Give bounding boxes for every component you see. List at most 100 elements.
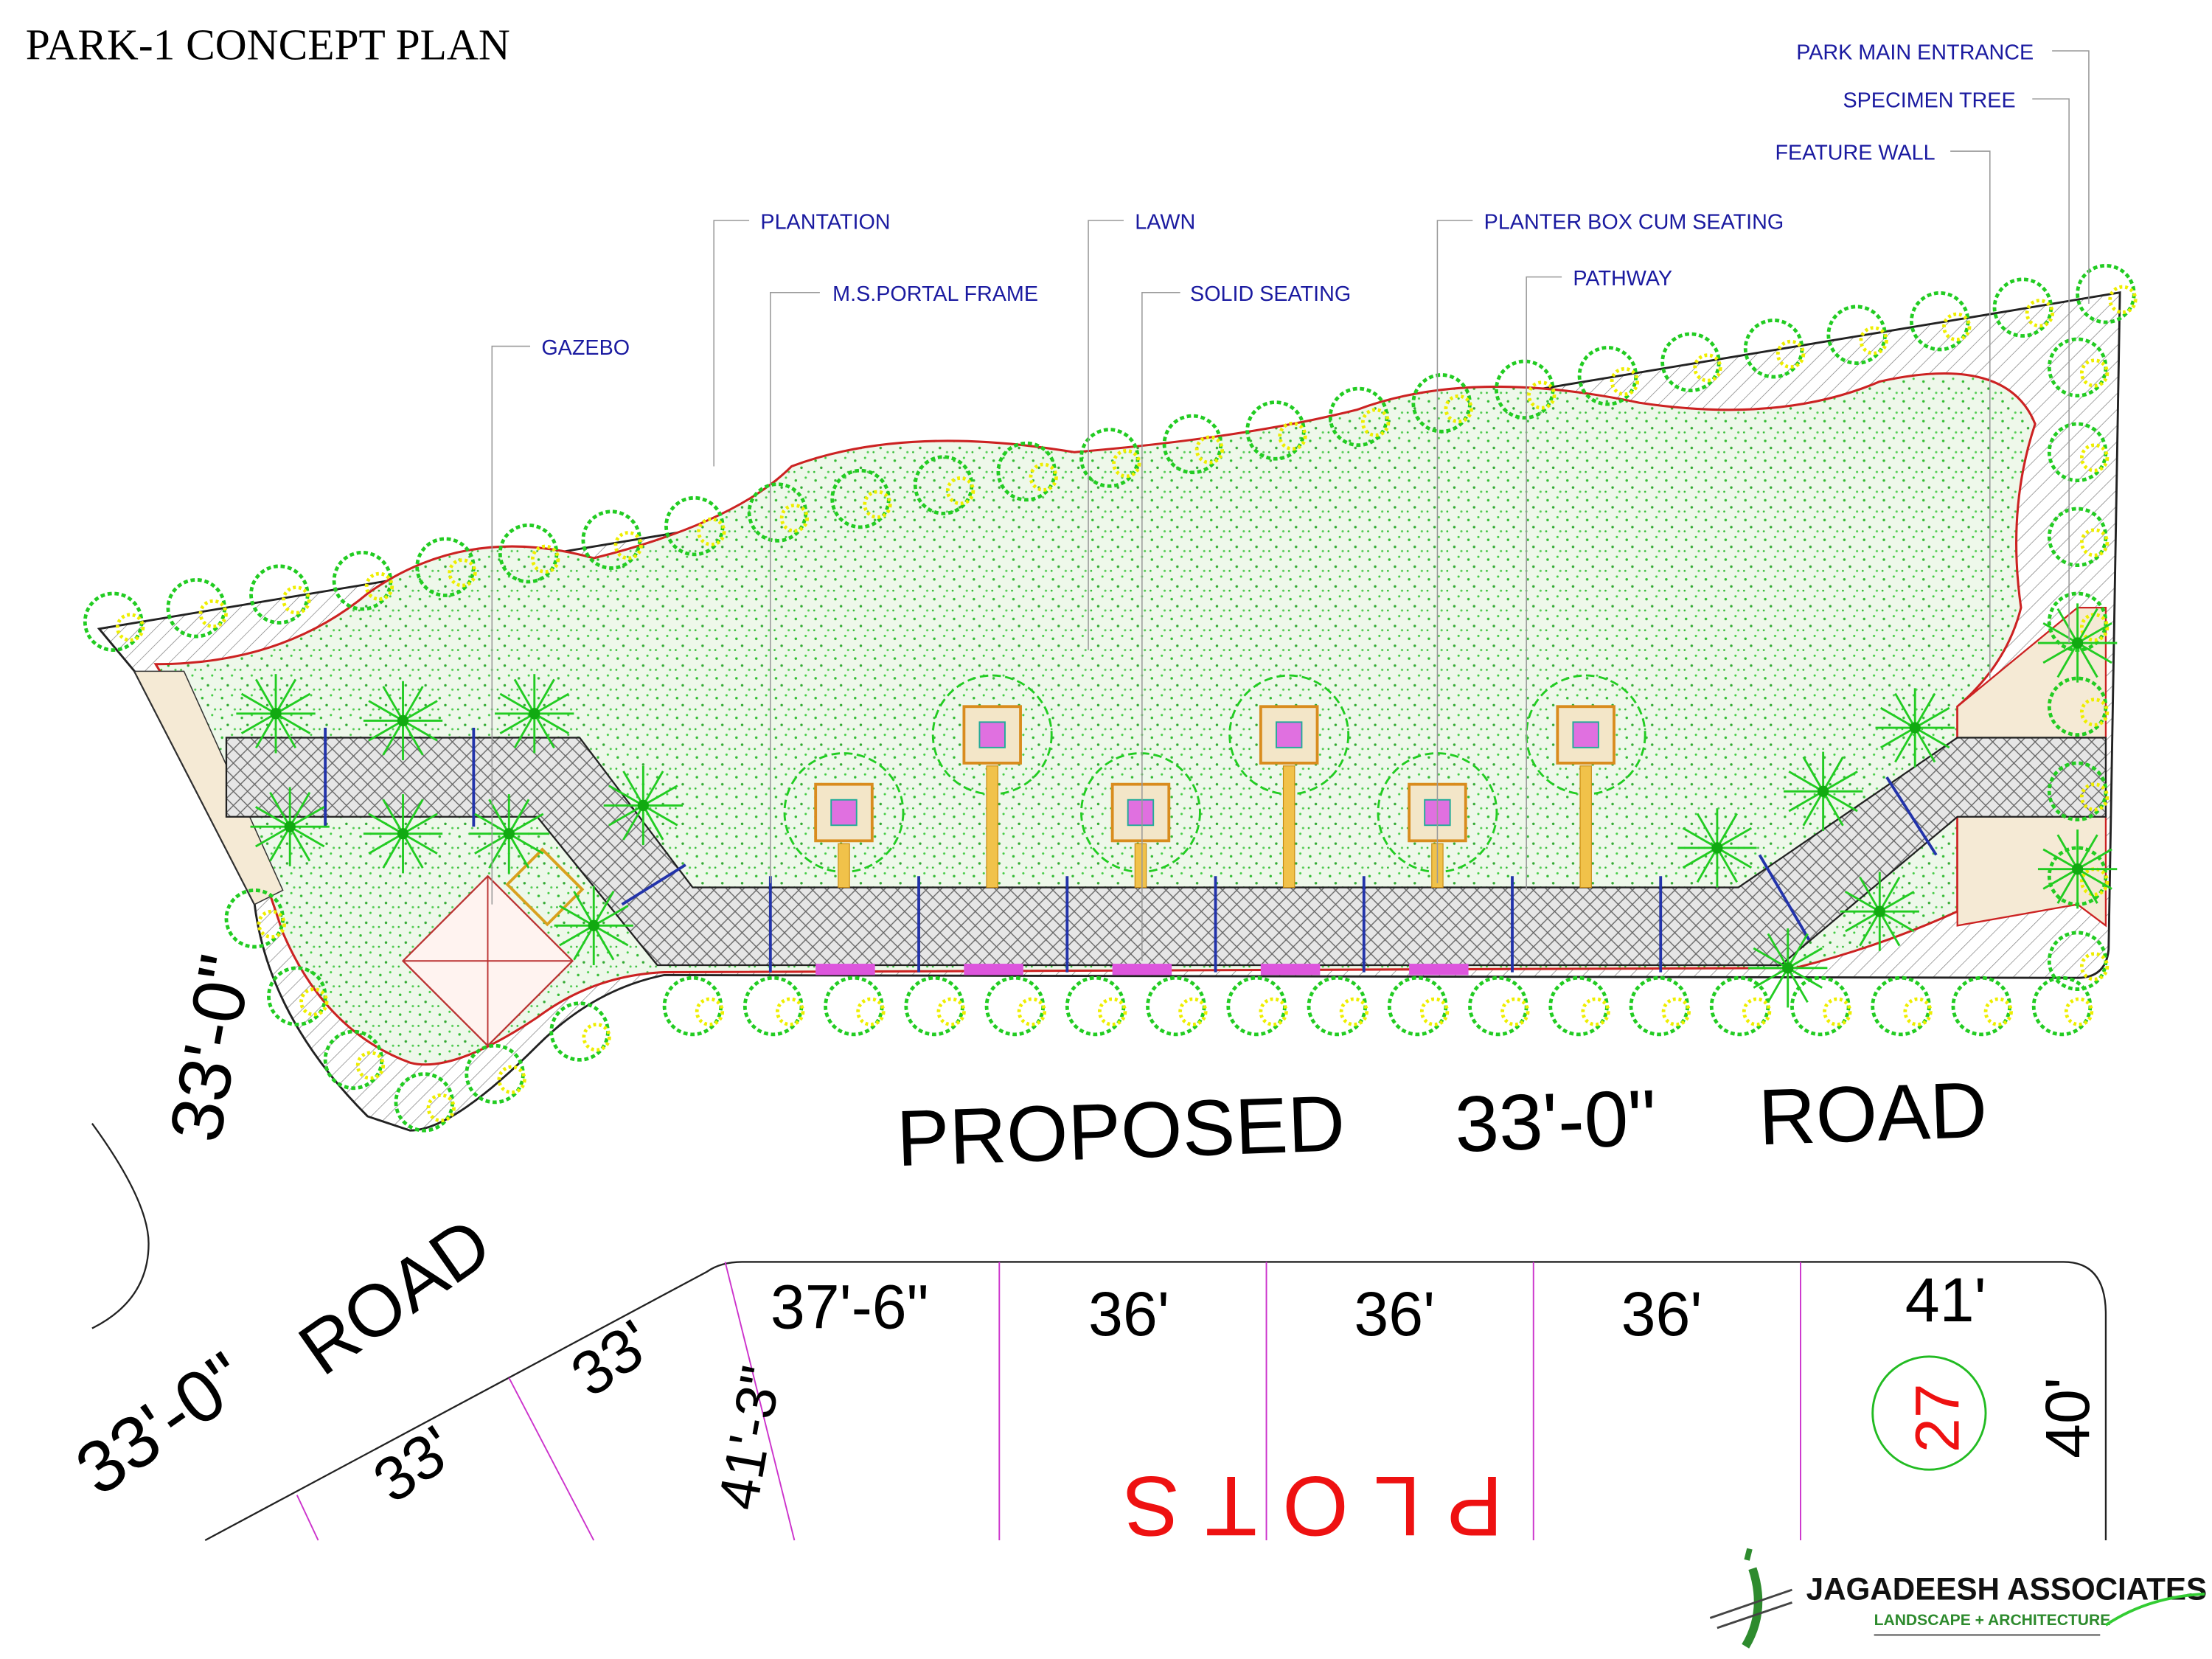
plot-dim: 37'-6" (771, 1273, 929, 1342)
palm-frond (1682, 846, 1718, 869)
palm-frond (382, 720, 404, 756)
label-solid-seating: SOLID SEATING (1190, 282, 1351, 306)
palm-frond (289, 806, 325, 828)
solid-seating-icon (1112, 964, 1172, 975)
road-label-diagonal: ROAD (285, 1203, 505, 1391)
palm-frond (508, 813, 544, 835)
palm-frond (1845, 891, 1881, 913)
palm-frond (1880, 726, 1916, 749)
flower-icon (779, 504, 810, 533)
flower-icon (364, 571, 394, 602)
entrance-strip-left (133, 670, 284, 905)
palm-icon (397, 714, 409, 727)
palm-frond (1822, 771, 1858, 793)
flower-icon (1194, 435, 1225, 465)
palm-frond (240, 712, 276, 734)
plot-diag-dim: 41'-3" (707, 1362, 794, 1514)
palm-icon (397, 828, 409, 840)
planter-core (978, 721, 1006, 748)
palm-frond (2076, 622, 2112, 644)
road-label-main: ROAD (1757, 1065, 1989, 1162)
palm-frond (1788, 771, 1824, 793)
label-ms-portal-frame: M.S.PORTAL FRAME (832, 282, 1038, 306)
palm-trees (236, 603, 2118, 1008)
portal-frame-icon (1885, 776, 1938, 856)
plot-dim: 41' (1905, 1265, 1986, 1335)
logo-name: JAGADEESH ASSOCIATES (1806, 1572, 2207, 1607)
palm-icon (284, 821, 296, 832)
flower-icon (1693, 353, 1722, 383)
logo-tagline: LANDSCAPE + ARCHITECTURE (1874, 1612, 2111, 1629)
palm-frond (508, 833, 530, 869)
palm-icon (2071, 863, 2084, 875)
palm-frond (1767, 933, 1789, 969)
flower-icon (1823, 997, 1852, 1026)
palm-frond (1822, 790, 1858, 813)
flower-icon (1259, 997, 1288, 1026)
palm-frond (2076, 848, 2112, 870)
planter-seat-strip (838, 843, 850, 888)
flower-icon (2079, 443, 2110, 473)
palm-frond (269, 791, 291, 827)
palm-frond (1802, 790, 1824, 827)
flower-icon (1661, 997, 1691, 1026)
planter-seat-strip (1134, 843, 1147, 888)
palm-frond (2042, 848, 2079, 870)
palm-frond (2042, 868, 2079, 890)
portal-frame-icon (1758, 854, 1811, 941)
flower-icon (115, 613, 145, 642)
palm-frond (1914, 726, 1950, 749)
palm-frond (368, 720, 404, 742)
road-width-left: 33'-0" (155, 949, 268, 1147)
palm-frond (1753, 947, 1789, 970)
flower-icon (856, 997, 886, 1026)
label-pathway: PATHWAY (1573, 267, 1672, 291)
palm-frond (2076, 608, 2098, 644)
palm-frond (402, 686, 424, 722)
palm-frond (254, 713, 277, 749)
palm-frond (255, 825, 291, 848)
flower-icon (1527, 380, 1557, 410)
palm-frond (368, 813, 404, 835)
flower-icon (2079, 358, 2110, 388)
palm-frond (508, 832, 544, 855)
annotation-labels: PARK MAIN ENTRANCE SPECIMEN TREE FEATURE… (491, 41, 2090, 961)
gazebo (401, 847, 585, 1047)
planter-seat-strip (986, 765, 998, 888)
palm-frond (1859, 876, 1881, 912)
flower-icon (2064, 997, 2094, 1026)
palm-frond (402, 799, 424, 835)
plot-dim: 36' (1354, 1279, 1435, 1349)
palm-frond (1894, 692, 1916, 728)
portal-frames (324, 728, 1938, 973)
palm-frond (1879, 891, 1915, 913)
palm-frond (1696, 847, 1719, 883)
road-width-main: 33'-0" (1453, 1073, 1658, 1168)
palm-frond (1802, 757, 1824, 792)
palm-frond (622, 804, 644, 841)
palm-icon (2071, 637, 2084, 649)
palm-frond (1787, 933, 1809, 969)
palm-frond (1682, 827, 1718, 849)
road-label-proposed: PROPOSED (895, 1079, 1346, 1183)
flower-icon (2079, 952, 2110, 981)
plots: 37'-6" 36' 36' 36' 41' 40' 27 PLOTS 33' … (296, 1262, 2102, 1553)
flower-icon (1775, 339, 1806, 369)
palm-frond (1822, 757, 1844, 792)
road-width-diagonal: 33'-0" (61, 1337, 262, 1512)
flower-icon (776, 997, 805, 1026)
flower-icon (426, 1093, 456, 1123)
planter-boxes (783, 674, 1646, 888)
palm-frond (642, 804, 664, 841)
flower-icon (2079, 698, 2110, 727)
palm-frond (382, 833, 404, 869)
palm-frond (2076, 834, 2098, 870)
flower-icon (1112, 448, 1141, 479)
flower-icon (355, 1051, 386, 1080)
flower-icon (1444, 394, 1473, 424)
palm-frond (1894, 727, 1916, 763)
palm-icon (503, 828, 515, 840)
palm-frond (573, 891, 595, 927)
palm-frond (255, 806, 291, 828)
flower-icon (1942, 312, 1972, 342)
